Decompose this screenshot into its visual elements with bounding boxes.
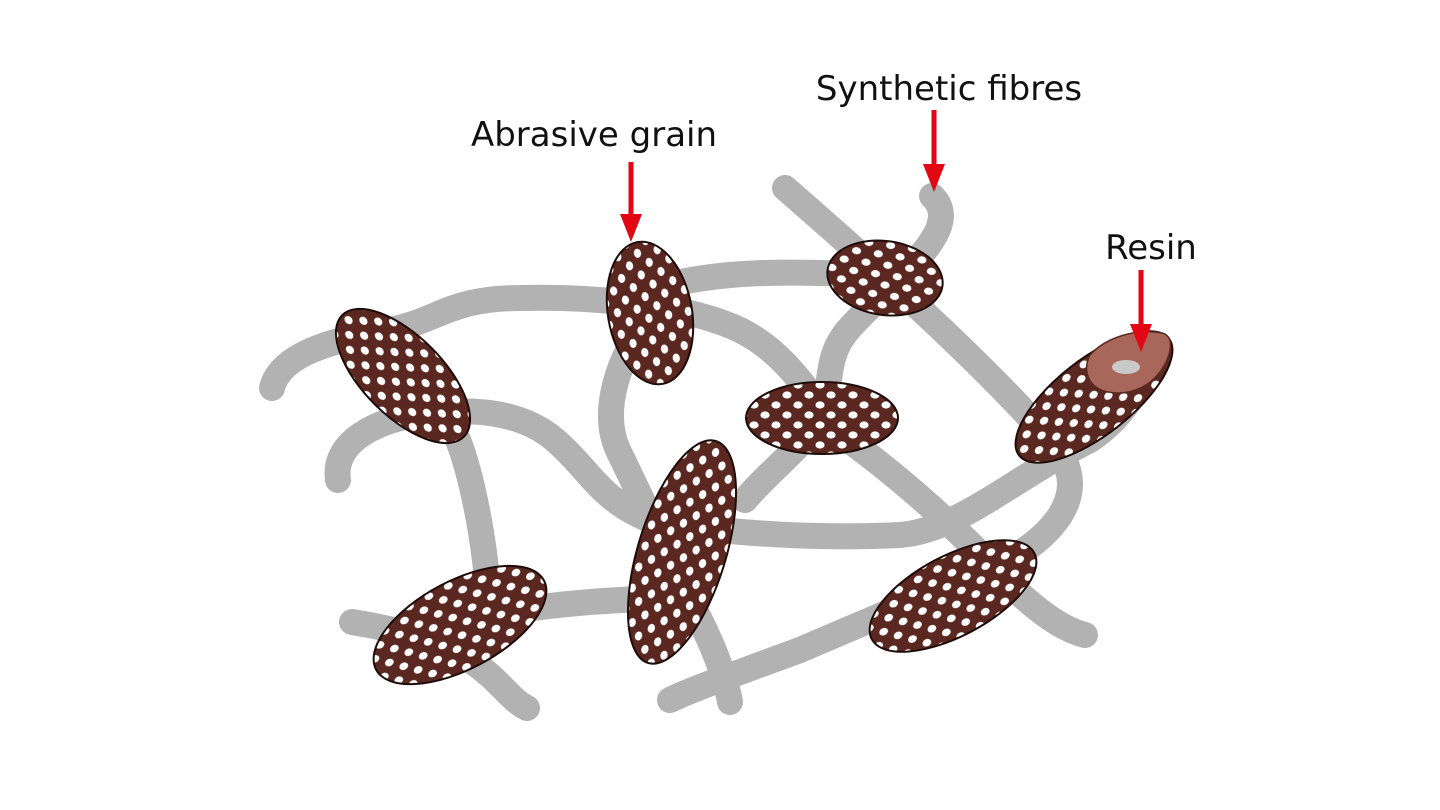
- abrasive-grain-arrow: [620, 162, 642, 242]
- resin-label: Resin: [1105, 228, 1197, 268]
- abrasive-grain-cluster: [372, 564, 548, 686]
- abrasive-grain-cluster: [745, 381, 899, 455]
- synthetic-fibres-arrow: [923, 110, 945, 192]
- resin-highlight: [1085, 330, 1172, 394]
- abrasive-grain-cluster: [334, 307, 472, 445]
- abrasive-grain-label: Abrasive grain: [471, 115, 717, 155]
- resin-core: [1112, 360, 1140, 374]
- abrasive-grain-cluster: [605, 240, 695, 386]
- abrasive-grain-cluster: [626, 439, 738, 665]
- synthetic-fibres-label: Synthetic fibres: [816, 69, 1082, 109]
- callout-arrows: [620, 110, 1152, 352]
- abrasive-grain-cluster: [868, 539, 1038, 653]
- resin-arrow: [1130, 270, 1152, 352]
- abrasive-grain-cluster: [826, 239, 944, 317]
